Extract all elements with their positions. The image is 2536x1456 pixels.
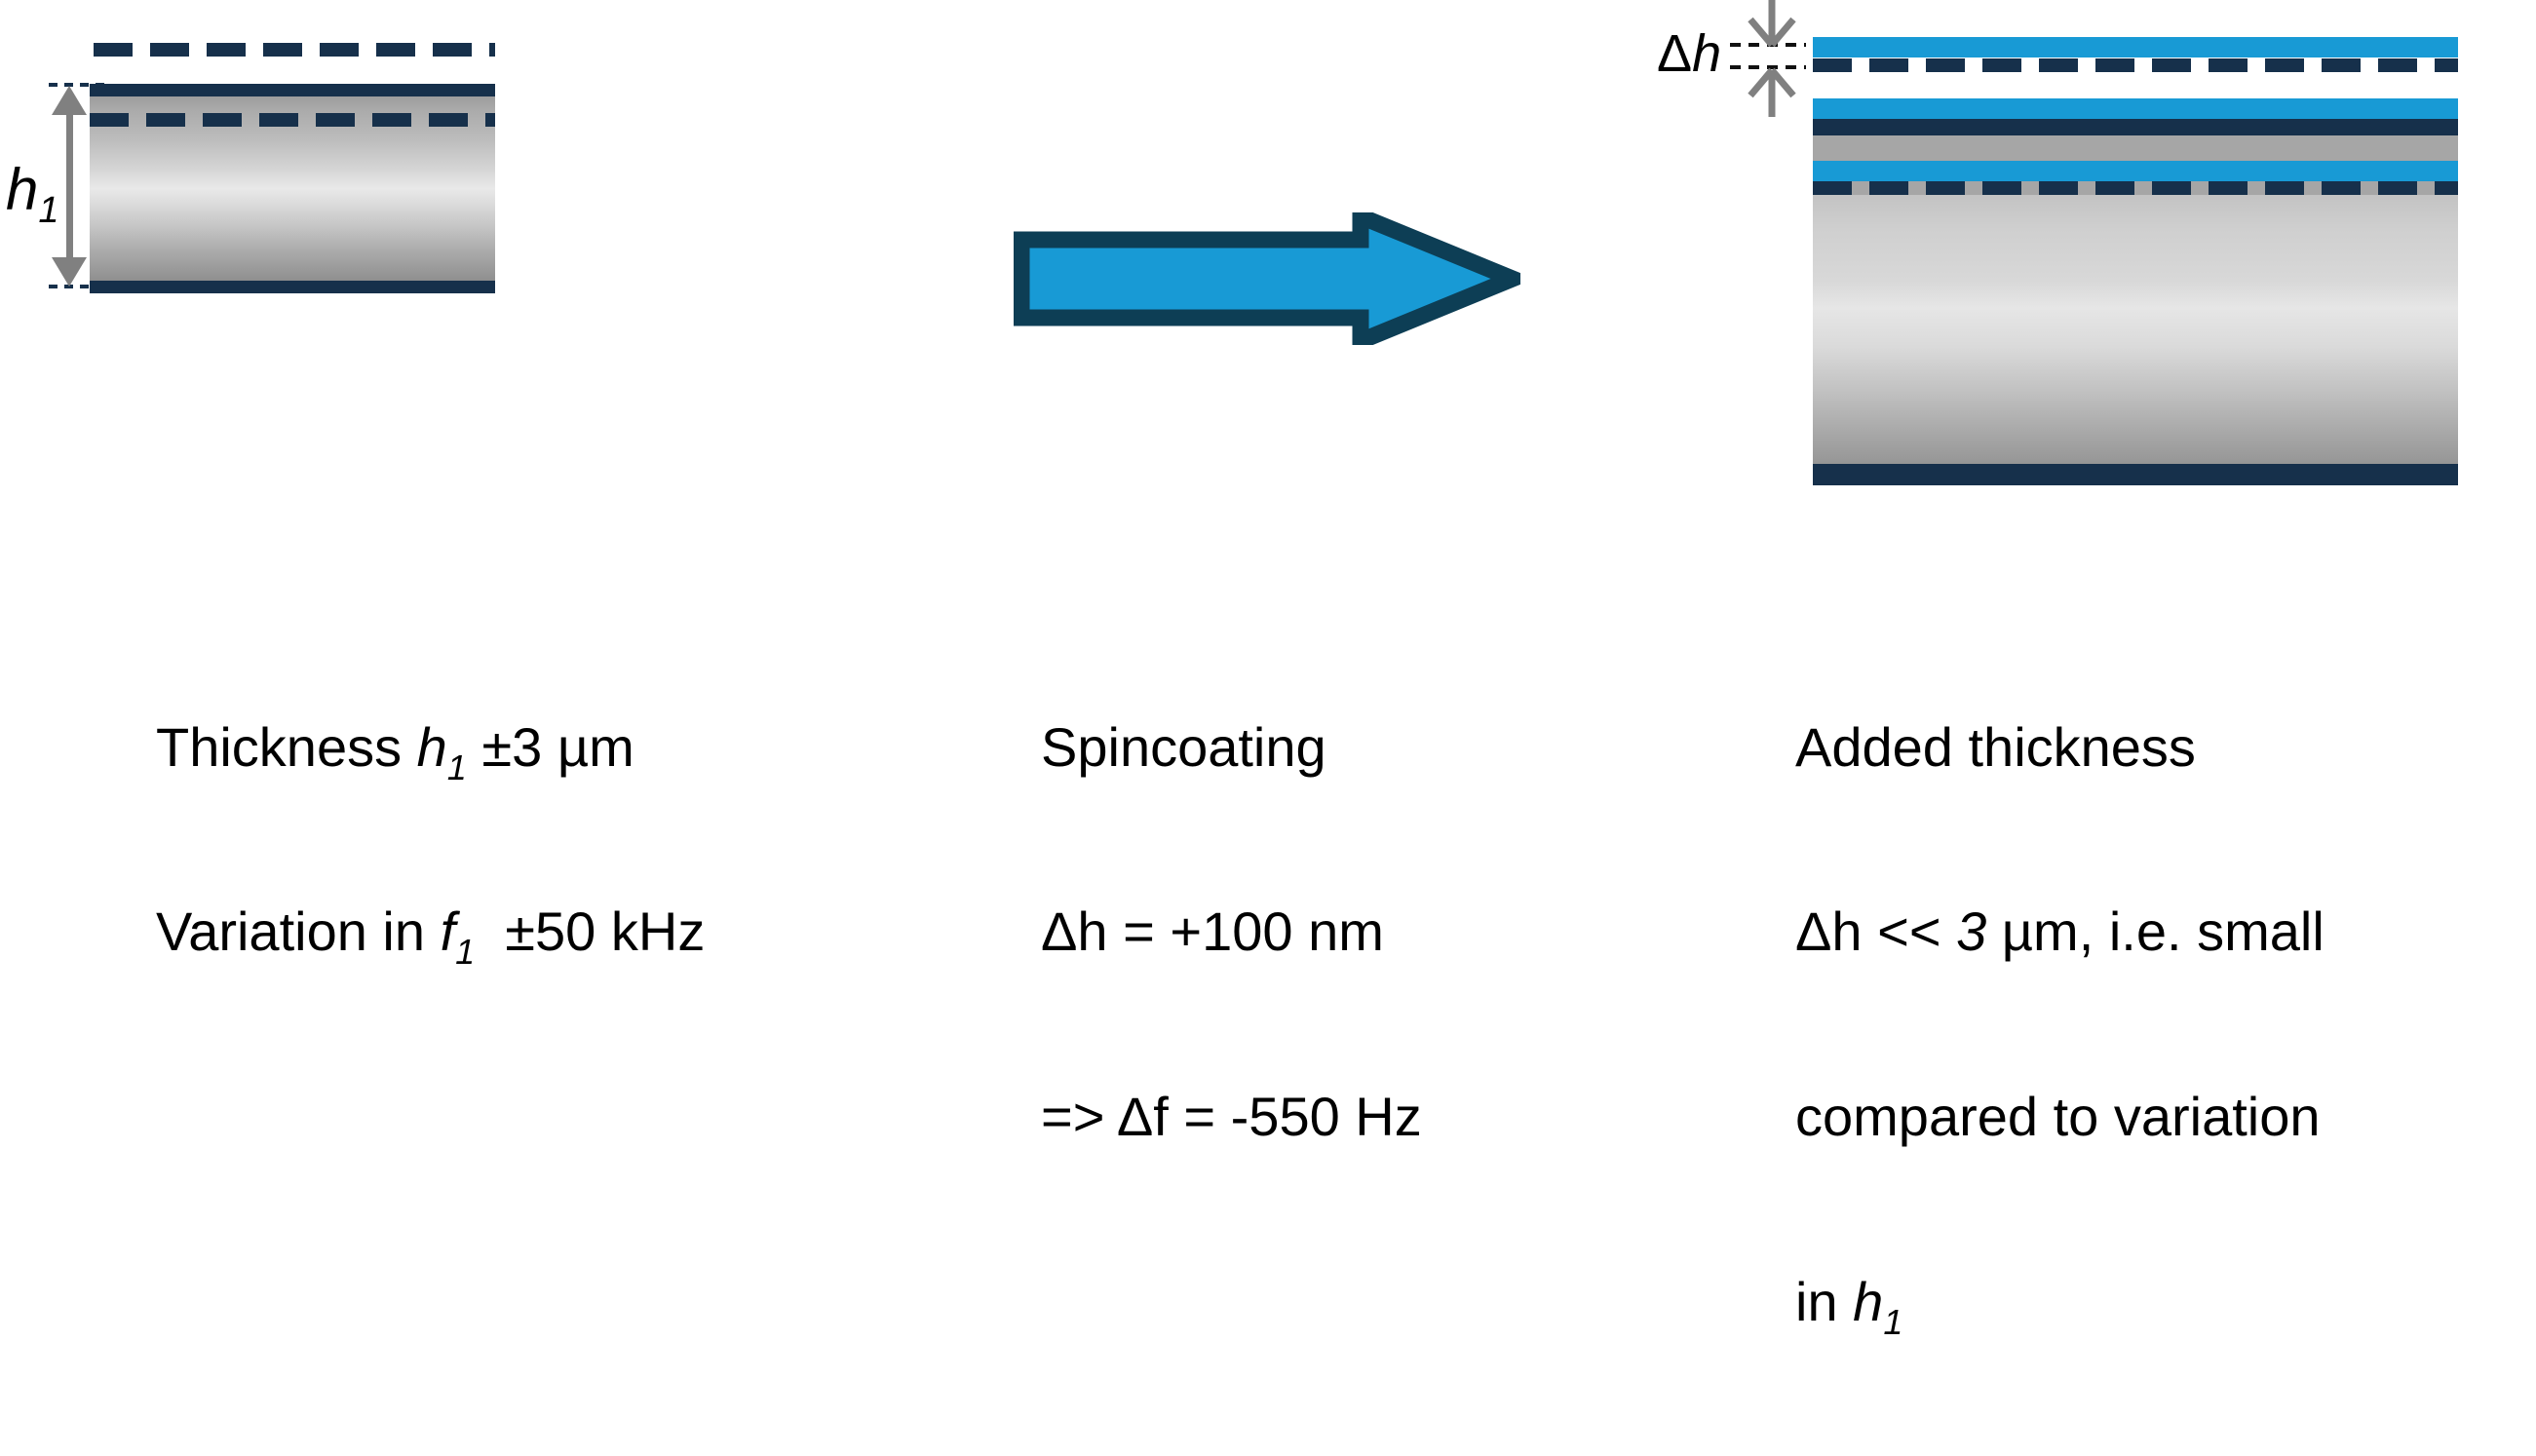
caption-right-line4: in h1: [1795, 1270, 2536, 1342]
spincoating-arrow: [1014, 212, 1520, 345]
caption-left-line1-var: h: [416, 715, 447, 778]
caption-left-line1-sub: 1: [446, 747, 467, 787]
caption-right-line2-c: µm, i.e. small: [1986, 900, 2325, 963]
left-bottom-electrode: [90, 281, 495, 293]
left-wafer-diagram: h1: [0, 0, 877, 546]
left-dimension-label: h1: [6, 156, 59, 232]
figure-canvas: h1 Δh: [0, 0, 2536, 1342]
delta-h-arrow-down: [1748, 0, 1796, 48]
caption-right-line2-a: Δh <<: [1795, 900, 1957, 963]
right-floating-spincoat-layer: [1813, 37, 2458, 57]
caption-left-line2-post: ±50 kHz: [475, 900, 706, 963]
delta-h-tick-bottom: [1730, 65, 1806, 69]
spincoating-arrow-glyph: [1014, 212, 1520, 345]
right-spincoat-top: [1813, 98, 2458, 119]
caption-left: Thickness h1 ±3 µm Variation in f1 ±50 k…: [156, 593, 877, 1086]
left-dim-shaft: [65, 109, 73, 269]
left-dim-arrowhead-bottom: [52, 257, 87, 287]
right-embedded-dashed-line: [1813, 181, 2458, 195]
caption-right-line2-b: 3: [1956, 900, 1987, 963]
caption-left-line2: Variation in f1 ±50 kHz: [156, 900, 877, 972]
right-spincoat-mid: [1813, 161, 2458, 181]
left-dim-tick-bottom: [49, 285, 109, 288]
arrow-shape: [1014, 212, 1520, 345]
right-substrate-gradient-lower: [1813, 281, 2458, 476]
right-bottom-electrode-bar: [1813, 464, 2458, 485]
caption-right-line4-pre: in: [1795, 1270, 1854, 1332]
caption-right-line3: compared to variation: [1795, 1086, 2321, 1148]
caption-left-line1: Thickness h1 ±3 µm: [156, 715, 877, 787]
left-floating-dashed-line: [94, 43, 495, 57]
caption-middle-line1: Spincoating: [1041, 715, 1326, 778]
caption-right-line2: Δh << 3 µm, i.e. small: [1795, 900, 2536, 962]
caption-middle-line2: Δh = +100 nm: [1041, 900, 1384, 963]
caption-middle-line3: => Δf = -550 Hz: [1041, 1086, 1422, 1148]
right-wafer-diagram: Δh: [0, 0, 2536, 546]
caption-left-line1-pre: Thickness: [156, 715, 417, 778]
left-top-electrode: [90, 84, 495, 96]
caption-middle: Spincoating Δh = +100 nm => Δf = -550 Hz: [1041, 593, 1645, 1271]
caption-left-line2-pre: Variation in: [156, 900, 441, 963]
caption-left-line2-sub: 1: [455, 932, 476, 973]
left-dim-tick-top: [49, 83, 109, 87]
right-top-electrode: [1813, 119, 2458, 135]
left-embedded-dashed-line: [90, 113, 495, 127]
right-gray-interlayer: [1813, 135, 2458, 161]
right-substrate-gradient: [1813, 195, 2458, 281]
left-dimension-variable: h: [6, 157, 39, 222]
right-floating-dashed-line: [1813, 58, 2458, 72]
delta-h-arrow-up: [1748, 67, 1796, 117]
delta-h-variable: h: [1692, 24, 1722, 83]
caption-right-line1: Added thickness: [1795, 715, 2196, 778]
caption-left-line2-var: f: [440, 900, 456, 963]
caption-right-line4-var: h: [1853, 1270, 1884, 1332]
caption-left-line1-post: ±3 µm: [466, 715, 634, 778]
left-dimension-subscript: 1: [38, 190, 59, 231]
left-substrate-gradient: [90, 96, 495, 281]
delta-h-label: Δh: [1657, 24, 1722, 83]
caption-right-line4-sub: 1: [1883, 1301, 1903, 1342]
caption-right: Added thickness Δh << 3 µm, i.e. small c…: [1795, 593, 2536, 1456]
